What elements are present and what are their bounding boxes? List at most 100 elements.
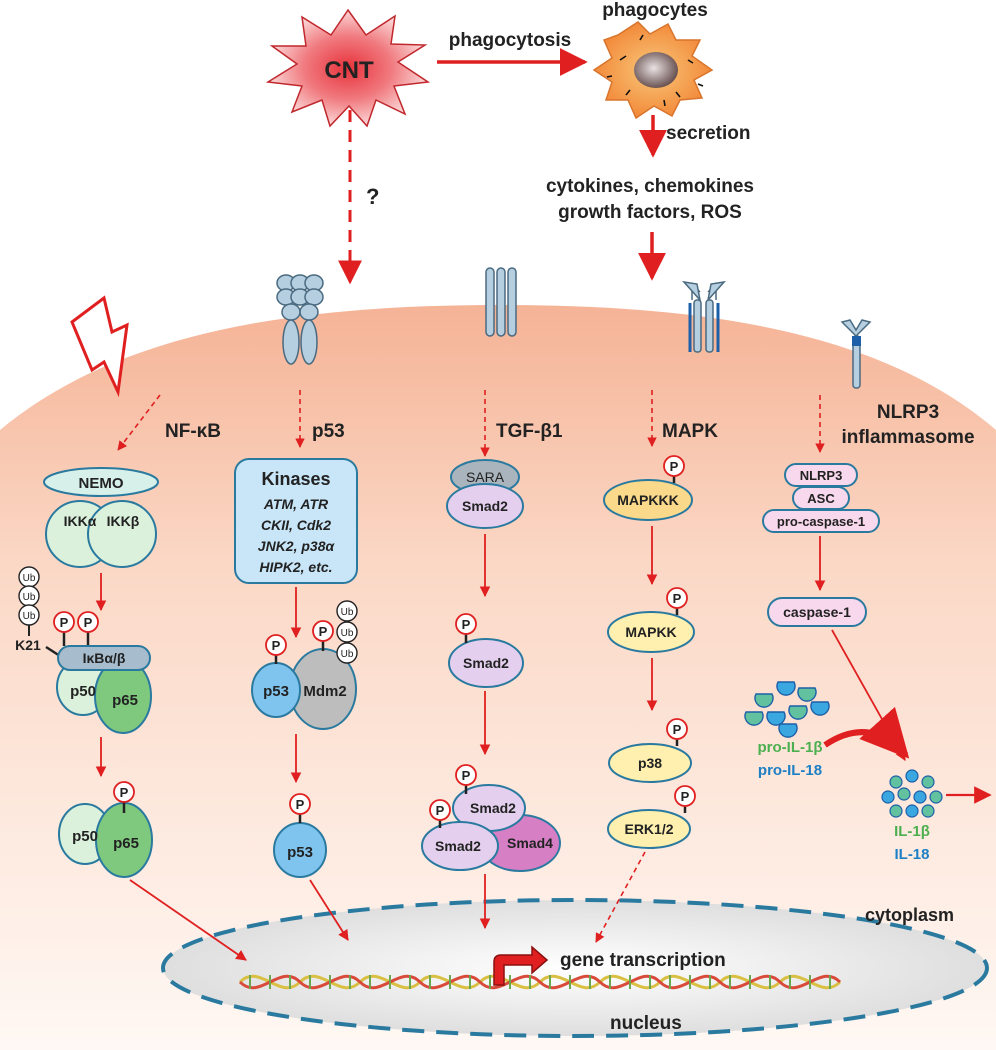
ub-label-2: Ub (23, 592, 36, 603)
asc-label: ASC (807, 491, 835, 506)
phospho-mapkkk: P (670, 459, 679, 474)
smad2-label-1: Smad2 (462, 498, 508, 514)
ikka-label: IKKα (64, 513, 97, 529)
ubiquitin-chain-nfkb (18, 566, 40, 636)
ikk-complex (43, 467, 159, 568)
pro-cytokine-cluster (744, 681, 830, 738)
mapk-receptor-icon (682, 280, 726, 353)
sara-smad2-complex (446, 459, 524, 529)
il18-label: IL-18 (894, 846, 929, 863)
transcription-start-arrow (493, 945, 549, 986)
kinases-box (234, 458, 358, 584)
phagocytosis-label: phagocytosis (449, 30, 571, 51)
mapkk-node (607, 587, 695, 653)
p53-label-2: p53 (287, 844, 313, 861)
mapkkk-node (603, 455, 693, 521)
secretion-label: secretion (666, 123, 750, 144)
cnt-starburst (265, 8, 431, 128)
phagocytes-label: phagocytes (602, 0, 708, 21)
pro-il1b-label: pro-IL-1β (758, 739, 823, 756)
tgf-receptor-icon (485, 267, 517, 337)
erk-label: ERK1/2 (624, 821, 673, 837)
lightning-bolt-icon (70, 295, 129, 398)
inflammasome-label: inflammasome (841, 427, 974, 448)
nfkb-pathway-arrow (117, 394, 161, 451)
phospho-erk: P (681, 789, 690, 804)
phagocyte-cell (592, 21, 714, 120)
il1b-label: IL-1β (894, 823, 930, 840)
active-p53 (273, 793, 327, 878)
phospho-p53-1: P (272, 638, 281, 653)
phospho-smad2-a: P (462, 617, 471, 632)
kinases-line-4: HIPK2, etc. (259, 559, 332, 575)
caspase1-label: caspase-1 (783, 604, 851, 620)
secreted-products-line2: growth factors, ROS (558, 202, 742, 223)
caspase1-box (767, 597, 867, 627)
phospho-smad2-c: P (436, 803, 445, 818)
p38-label: p38 (638, 755, 662, 771)
smad2-label-4: Smad2 (435, 838, 481, 854)
phospho-p53-2: P (296, 797, 305, 812)
phospho-p38: P (673, 722, 682, 737)
p38-node (608, 718, 692, 783)
smad2-label-3: Smad2 (470, 800, 516, 816)
phospho-ikb-2: P (84, 615, 93, 630)
mapk-to-nucleus-arrow (595, 851, 646, 943)
mapkk-label: MAPKK (625, 624, 676, 640)
k21-label: K21 (15, 637, 41, 653)
gene-transcription-label: gene transcription (560, 950, 726, 971)
p65-label-2: p65 (113, 835, 139, 852)
mature-cytokine-cluster (881, 769, 943, 818)
p53-to-nucleus-arrow (309, 879, 349, 941)
smad2-label-2: Smad2 (463, 655, 509, 671)
phospho-smad2 (448, 613, 524, 688)
p53-mdm2-complex (251, 600, 358, 730)
kinases-line-1: ATM, ATR (263, 496, 329, 512)
ub-label-1: Ub (23, 573, 36, 584)
erk-node (607, 785, 696, 849)
procaspase-label: pro-caspase-1 (777, 514, 865, 529)
nlrp3-label: NLRP3 (800, 468, 843, 483)
p65-label-1: p65 (112, 692, 138, 709)
nemo-label: NEMO (79, 475, 124, 492)
phospho-p65: P (120, 785, 129, 800)
mapkkk-label: MAPKKK (617, 492, 678, 508)
ikb-p50-p65-complex (56, 645, 152, 734)
ub-label-5: Ub (341, 628, 354, 639)
mapk-pathway-label: MAPK (662, 421, 718, 442)
nlrp3-receptor-icon (840, 319, 872, 389)
sara-label: SARA (466, 469, 505, 485)
p53-label-1: p53 (263, 683, 289, 700)
ub-label-6: Ub (341, 649, 354, 660)
ikkb-label: IKKβ (107, 513, 140, 529)
active-p50-p65 (58, 781, 153, 878)
p53-receptor-icon (276, 274, 324, 365)
phospho-mdm2: P (319, 624, 328, 639)
cytoplasm-label: cytoplasm (865, 905, 954, 925)
nfkb-pathway-label: NF-κB (165, 421, 221, 442)
pro-il18-label: pro-IL-18 (758, 762, 822, 779)
ikb-phospho-group (53, 611, 99, 646)
ikb-label: IκBα/β (83, 650, 126, 666)
nucleus-label: nucleus (610, 1013, 682, 1034)
kinases-title: Kinases (261, 469, 330, 489)
p50-label-2: p50 (72, 828, 98, 845)
nucleus (161, 898, 989, 1038)
secreted-products-line1: cytokines, chemokines (546, 176, 754, 197)
kinases-line-2: CKII, Cdk2 (261, 517, 331, 533)
smad-complex (421, 764, 561, 872)
dna-helix (238, 974, 842, 990)
ub-label-4: Ub (341, 607, 354, 618)
phospho-smad2-b: P (462, 768, 471, 783)
kinases-line-3: JNK2, p38α (258, 538, 336, 554)
mdm2-label: Mdm2 (303, 683, 346, 700)
cnt-label: CNT (324, 57, 374, 84)
p53-pathway-label: p53 (312, 421, 345, 442)
unknown-mechanism-label: ? (366, 184, 379, 209)
nlrp3-pathway-label: NLRP3 (877, 402, 939, 423)
smad4-label: Smad4 (507, 835, 553, 851)
nfkb-to-nucleus-arrow (129, 879, 247, 961)
phospho-mapkk: P (673, 591, 682, 606)
ub-label-3: Ub (23, 611, 36, 622)
